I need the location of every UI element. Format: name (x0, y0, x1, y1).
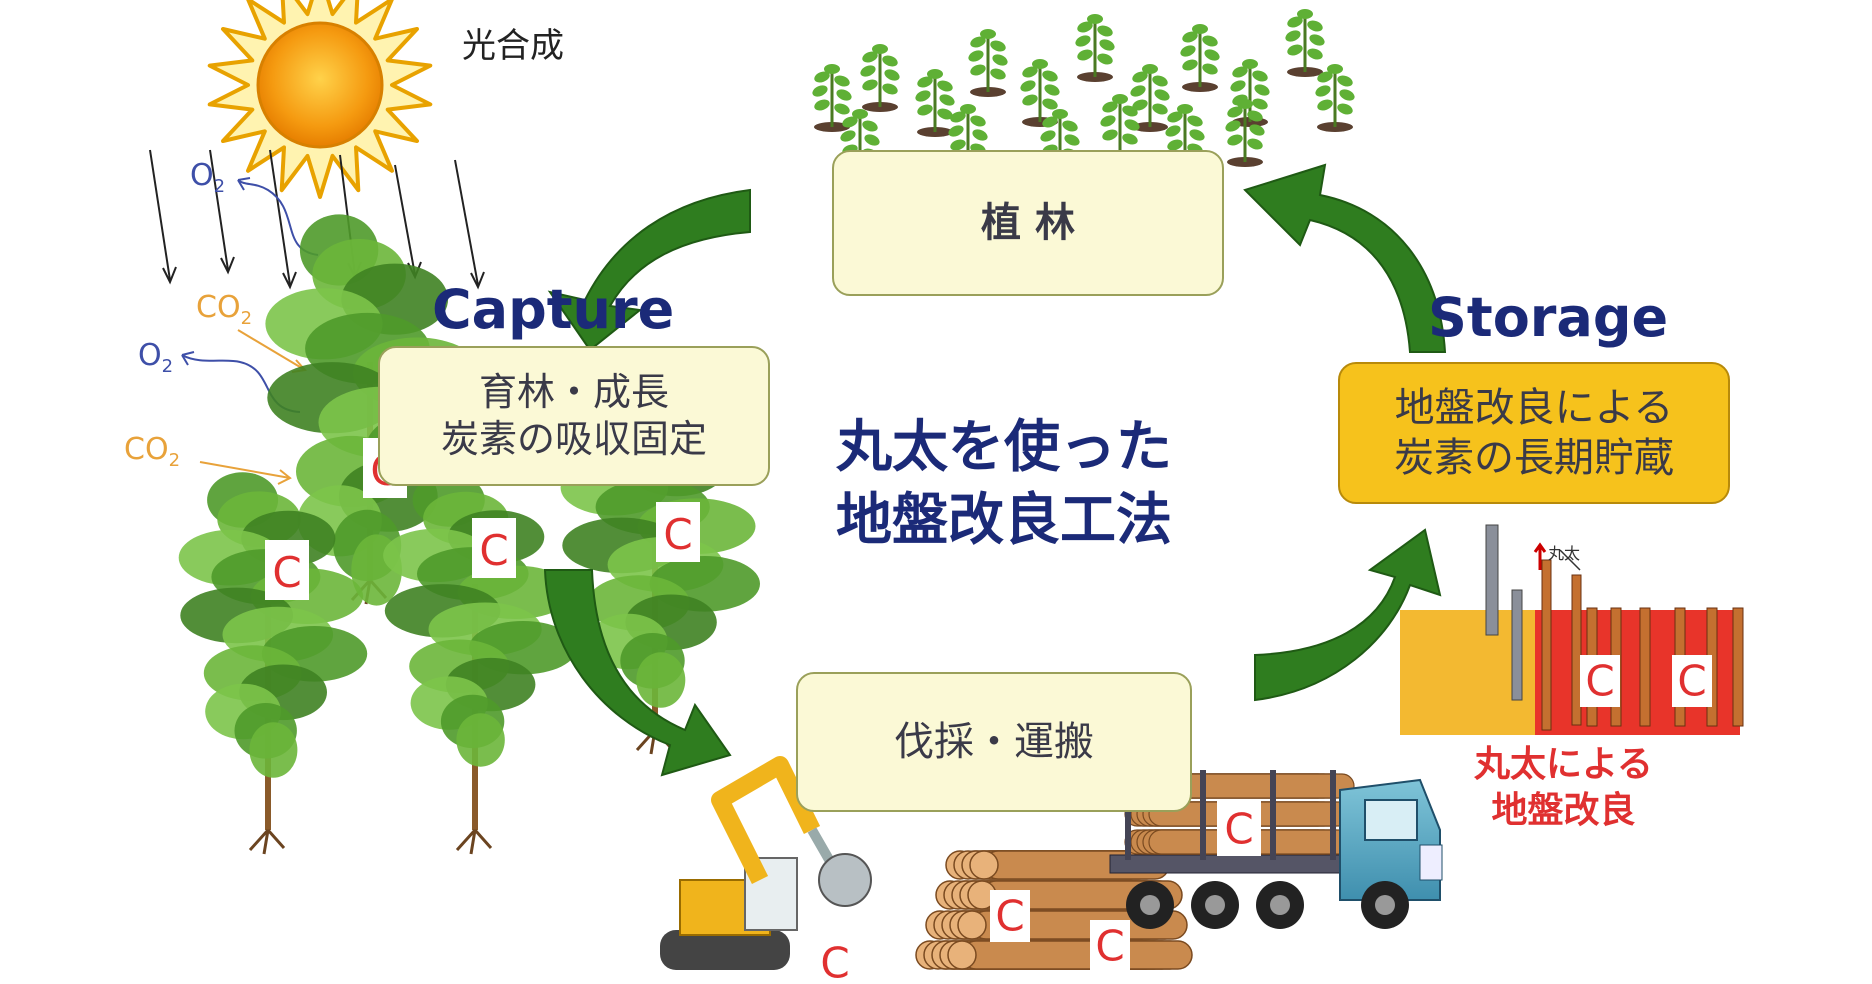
co2-label-upper: CO2 (196, 290, 253, 329)
o2-label-top: O2 (190, 158, 226, 197)
carbon-mark-letter: C (820, 938, 849, 980)
log-callout-label: 丸太 (1548, 544, 1581, 563)
carbon-mark-letter: C (1677, 657, 1706, 706)
growth-box: 育林・成長 炭素の吸収固定 (378, 346, 770, 486)
seedling-icon (1285, 9, 1325, 77)
center-title-line2: 地盤改良工法 (836, 487, 1172, 553)
storage-heading: Storage (1428, 286, 1669, 349)
center-title: 丸太を使った 地盤改良工法 (836, 412, 1172, 558)
ground-caption-line1: 丸太による (1474, 744, 1653, 785)
seedling-icon (915, 69, 955, 137)
co2-label-lower: CO2 (124, 432, 181, 471)
carbon-mark: C (1672, 655, 1712, 707)
ground-improvement-section (1400, 524, 1744, 735)
center-title-line1: 丸太を使った (836, 415, 1172, 480)
carbon-mark-bg (1580, 655, 1620, 707)
carbon-mark: C (265, 540, 309, 600)
ground-caption-line2: 地盤改良 (1491, 790, 1636, 832)
growth-line2: 炭素の吸収固定 (440, 417, 707, 461)
carbon-mark-letter: C (479, 526, 508, 575)
carbon-mark: C (656, 502, 700, 562)
harvest-box: 伐採・運搬 (796, 672, 1192, 812)
seedling-icon (1130, 64, 1170, 132)
seedling-icon (1225, 99, 1265, 167)
o2-label-lower: O2 (138, 338, 174, 377)
ground-caption: 丸太による 地盤改良 (1474, 742, 1653, 834)
gas-flow-lines (181, 177, 319, 485)
harvest-label: 伐採・運搬 (894, 719, 1094, 765)
photosynthesis-label: 光合成 (462, 26, 564, 66)
carbon-mark-bg (1090, 920, 1130, 972)
storage-line2: 炭素の長期貯蔵 (1394, 435, 1674, 481)
carbon-mark-bg (656, 502, 700, 562)
excavator-icon (660, 756, 872, 970)
carbon-mark-letter: C (272, 548, 301, 597)
carbon-mark-bg (1217, 800, 1261, 856)
planting-label: 植 林 (981, 200, 1075, 246)
arrow-harvest-to-storage (1254, 528, 1442, 702)
seedling-icon (860, 44, 900, 112)
carbon-mark-bg (472, 518, 516, 578)
carbon-mark-bg (815, 940, 855, 984)
seedling-icon (812, 64, 852, 132)
seedling-icon (1075, 14, 1115, 82)
carbon-mark: C (472, 518, 516, 578)
growth-line1: 育林・成長 (478, 369, 669, 414)
seedling-icon (1315, 64, 1355, 132)
seedling-icon (1180, 24, 1220, 92)
arrow-growth-to-harvest (543, 569, 732, 777)
carbon-mark: C (1580, 655, 1620, 707)
storage-box: 地盤改良による 炭素の長期貯蔵 (1338, 362, 1730, 504)
planting-box: 植 林 (832, 150, 1224, 296)
carbon-marks: CCCCCCCCCC (265, 438, 1712, 984)
storage-line1: 地盤改良による (1394, 385, 1674, 431)
carbon-mark-letter: C (1224, 805, 1253, 854)
carbon-mark-letter: C (1585, 657, 1614, 706)
carbon-mark-bg (265, 540, 309, 600)
tree-icon (178, 472, 368, 855)
carbon-mark-letter: C (663, 510, 692, 559)
carbon-mark: C (815, 938, 855, 984)
carbon-mark-letter: C (1095, 922, 1124, 971)
carbon-mark: C (1217, 800, 1261, 856)
carbon-mark: C (1090, 920, 1130, 972)
carbon-mark-bg (990, 890, 1030, 942)
sun-icon (207, 0, 433, 199)
arrow-storage-to-planting (1243, 163, 1447, 353)
carbon-mark-bg (1672, 655, 1712, 707)
seedling-icon (1230, 59, 1270, 127)
seedling-icon (968, 29, 1008, 97)
carbon-mark: C (990, 890, 1030, 942)
capture-heading: Capture (432, 278, 675, 341)
carbon-mark-letter: C (995, 892, 1024, 941)
tree-icon (383, 473, 578, 855)
